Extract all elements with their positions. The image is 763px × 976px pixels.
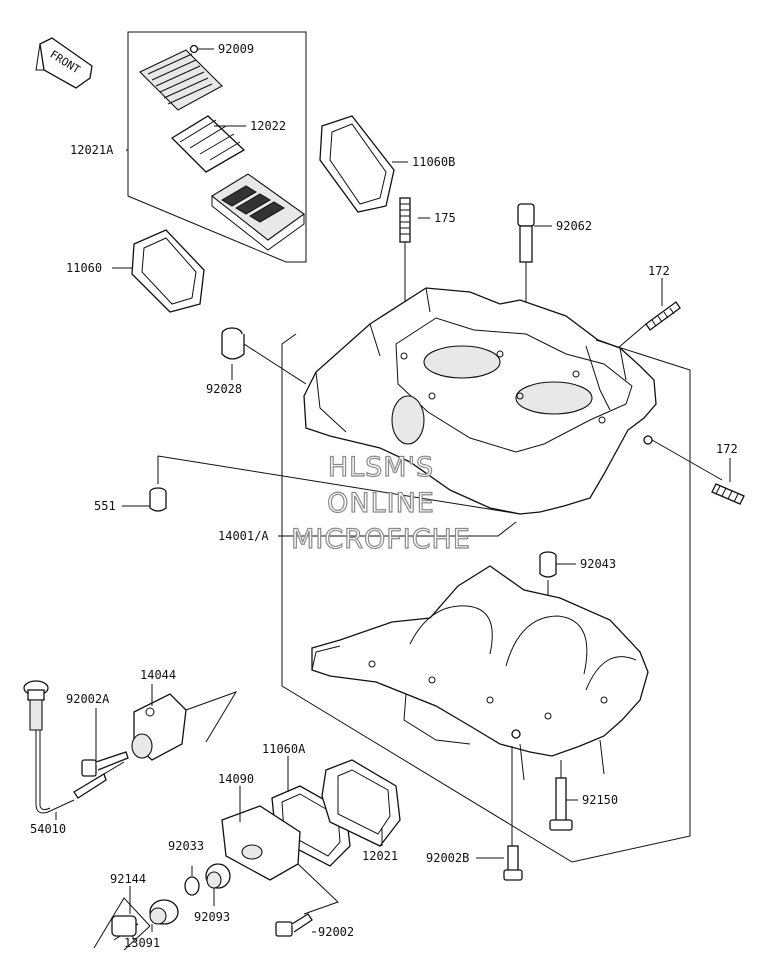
- spring-92144: [111, 915, 139, 941]
- bolt-92150: [549, 760, 573, 831]
- label-14001A: 14001/A: [218, 529, 269, 543]
- reed-assembly-group-box: [127, 31, 307, 263]
- label-92002A: 92002A: [66, 692, 110, 706]
- cover-12021: [321, 759, 401, 847]
- gasket-11060: [131, 229, 205, 313]
- reed-stopper-plate: [139, 49, 223, 111]
- label-92093: 92093: [194, 910, 231, 924]
- lower-crankcase: [311, 565, 649, 781]
- label-172-top: 172: [648, 264, 670, 278]
- label-92033: 92033: [168, 839, 205, 853]
- label-12022: 12022: [250, 119, 287, 133]
- bolt-92002A: [81, 751, 129, 777]
- label-92150: 92150: [582, 793, 619, 807]
- stud-172-right: [711, 483, 745, 505]
- label-92062: 92062: [556, 219, 593, 233]
- bushing-92028: [221, 327, 245, 360]
- reed-block: [211, 173, 305, 251]
- plate-14090: [221, 805, 339, 915]
- watermark-line-1: HLSM'S: [327, 451, 435, 483]
- label-92009: 92009: [218, 42, 255, 56]
- label-92002B: 92002B: [426, 851, 470, 865]
- upper-case-bracket: [281, 333, 691, 863]
- label-172-right: 172: [716, 442, 738, 456]
- upper-crankcase: [303, 287, 723, 515]
- label-54010: 54010: [30, 822, 67, 836]
- label-11060B: 11060B: [412, 155, 456, 169]
- line-54010: [23, 680, 125, 814]
- label-11060A: 11060A: [262, 742, 306, 756]
- gasket-11060B: [319, 115, 395, 213]
- label-175: 175: [434, 211, 456, 225]
- ring-92033: [184, 876, 200, 896]
- watermark-line-2: ONLINE: [327, 487, 435, 519]
- label-92002: 92002: [318, 925, 355, 939]
- label-11060: 11060: [66, 261, 103, 275]
- bolt-92002: [275, 913, 313, 937]
- bolt-92002B: [503, 746, 523, 881]
- bolt-92062: [517, 203, 535, 330]
- label-92028: 92028: [206, 382, 243, 396]
- collar-13091: [149, 899, 179, 925]
- label-14044: 14044: [140, 668, 177, 682]
- stud-172-top: [617, 301, 681, 349]
- bushing-92093: [205, 863, 231, 889]
- leader-lines: [55, 125, 731, 933]
- screw-92009: [189, 44, 214, 54]
- label-14090: 14090: [218, 772, 255, 786]
- watermark-line-3: MICROFICHE: [290, 523, 471, 555]
- label-12021: 12021: [362, 849, 399, 863]
- label-92144: 92144: [110, 872, 147, 886]
- label-92043: 92043: [580, 557, 617, 571]
- label-551: 551: [94, 499, 116, 513]
- reed-petals: [170, 115, 246, 173]
- front-arrow-icon: FRONT: [35, 37, 93, 89]
- group-lines-13091: [93, 897, 151, 951]
- leader-14001A: [278, 521, 517, 537]
- bracket-14044: [131, 691, 238, 761]
- dowel-551: [149, 455, 521, 515]
- label-13091: 13091: [124, 936, 161, 950]
- label-12021A: 12021A: [70, 143, 114, 157]
